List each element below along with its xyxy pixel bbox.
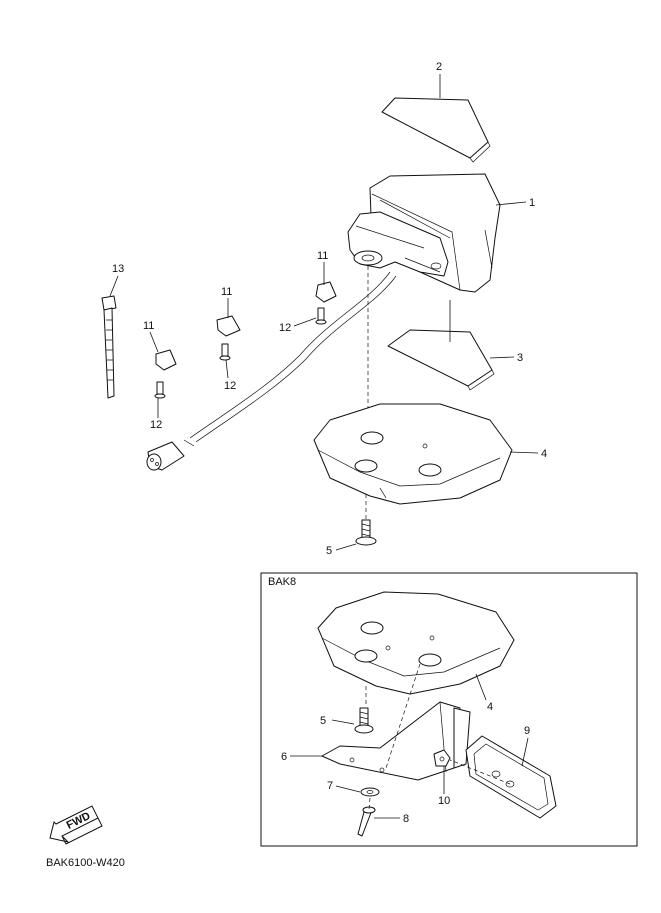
callout-12: 12 xyxy=(279,322,291,334)
inset-part-6-plate xyxy=(321,701,471,781)
inset-part-5-screw xyxy=(354,707,374,734)
leader-12a xyxy=(293,317,317,327)
callout-7: 7 xyxy=(327,780,333,792)
part-4-bracket xyxy=(313,403,513,505)
callout-10: 10 xyxy=(438,795,450,807)
leader-5 xyxy=(335,543,357,551)
part-13-cable-tie xyxy=(101,295,117,399)
leader-13 xyxy=(109,275,119,297)
inset-box xyxy=(260,572,638,847)
part-11-clamp xyxy=(155,281,337,371)
callout-12: 12 xyxy=(150,419,162,431)
part-2-pad xyxy=(381,97,491,163)
callout-3: 3 xyxy=(517,352,523,364)
leader-5b xyxy=(331,719,355,725)
guide-line xyxy=(368,797,371,811)
wire-harness xyxy=(146,271,397,471)
callout-2: 2 xyxy=(436,61,442,73)
callout-8: 8 xyxy=(403,813,409,825)
callout-13: 13 xyxy=(112,263,124,275)
callout-12: 12 xyxy=(224,380,236,392)
inset-part-4-bracket xyxy=(317,591,515,695)
leader-4 xyxy=(509,451,539,454)
part-5-screw xyxy=(355,519,377,546)
guide-line xyxy=(385,663,421,769)
callout-11: 11 xyxy=(317,250,328,262)
leader-12b xyxy=(225,359,229,379)
part-1-tail-light xyxy=(347,173,501,293)
inset-part-10-nut xyxy=(433,749,451,767)
callout-5: 5 xyxy=(326,545,332,557)
callout-11: 11 xyxy=(221,286,232,298)
fwd-label: FWD xyxy=(65,810,93,832)
part-3-pad xyxy=(387,329,495,391)
callout-4: 4 xyxy=(541,448,547,460)
inset-part-7-washer xyxy=(360,787,380,797)
fwd-arrow-icon: FWD xyxy=(49,805,103,845)
part-12-screw xyxy=(154,307,327,399)
inset-part-9-light xyxy=(465,735,557,819)
inset-part-8-rivet xyxy=(357,806,376,837)
inset-label: BAK8 xyxy=(268,576,296,588)
leader-7 xyxy=(335,785,361,793)
callout-11: 11 xyxy=(143,320,154,332)
leader-3 xyxy=(489,356,515,359)
callout-5: 5 xyxy=(320,715,326,727)
callout-6: 6 xyxy=(281,751,287,763)
drawing-code: BAK6100-W420 xyxy=(46,857,125,869)
leader-4b xyxy=(475,673,487,701)
leader-11c xyxy=(149,331,159,353)
callout-9: 9 xyxy=(524,725,530,737)
guide-line xyxy=(449,759,511,785)
callout-1: 1 xyxy=(529,197,535,209)
callout-4: 4 xyxy=(487,701,493,713)
leader-1 xyxy=(495,201,527,206)
leader-9 xyxy=(521,737,529,767)
